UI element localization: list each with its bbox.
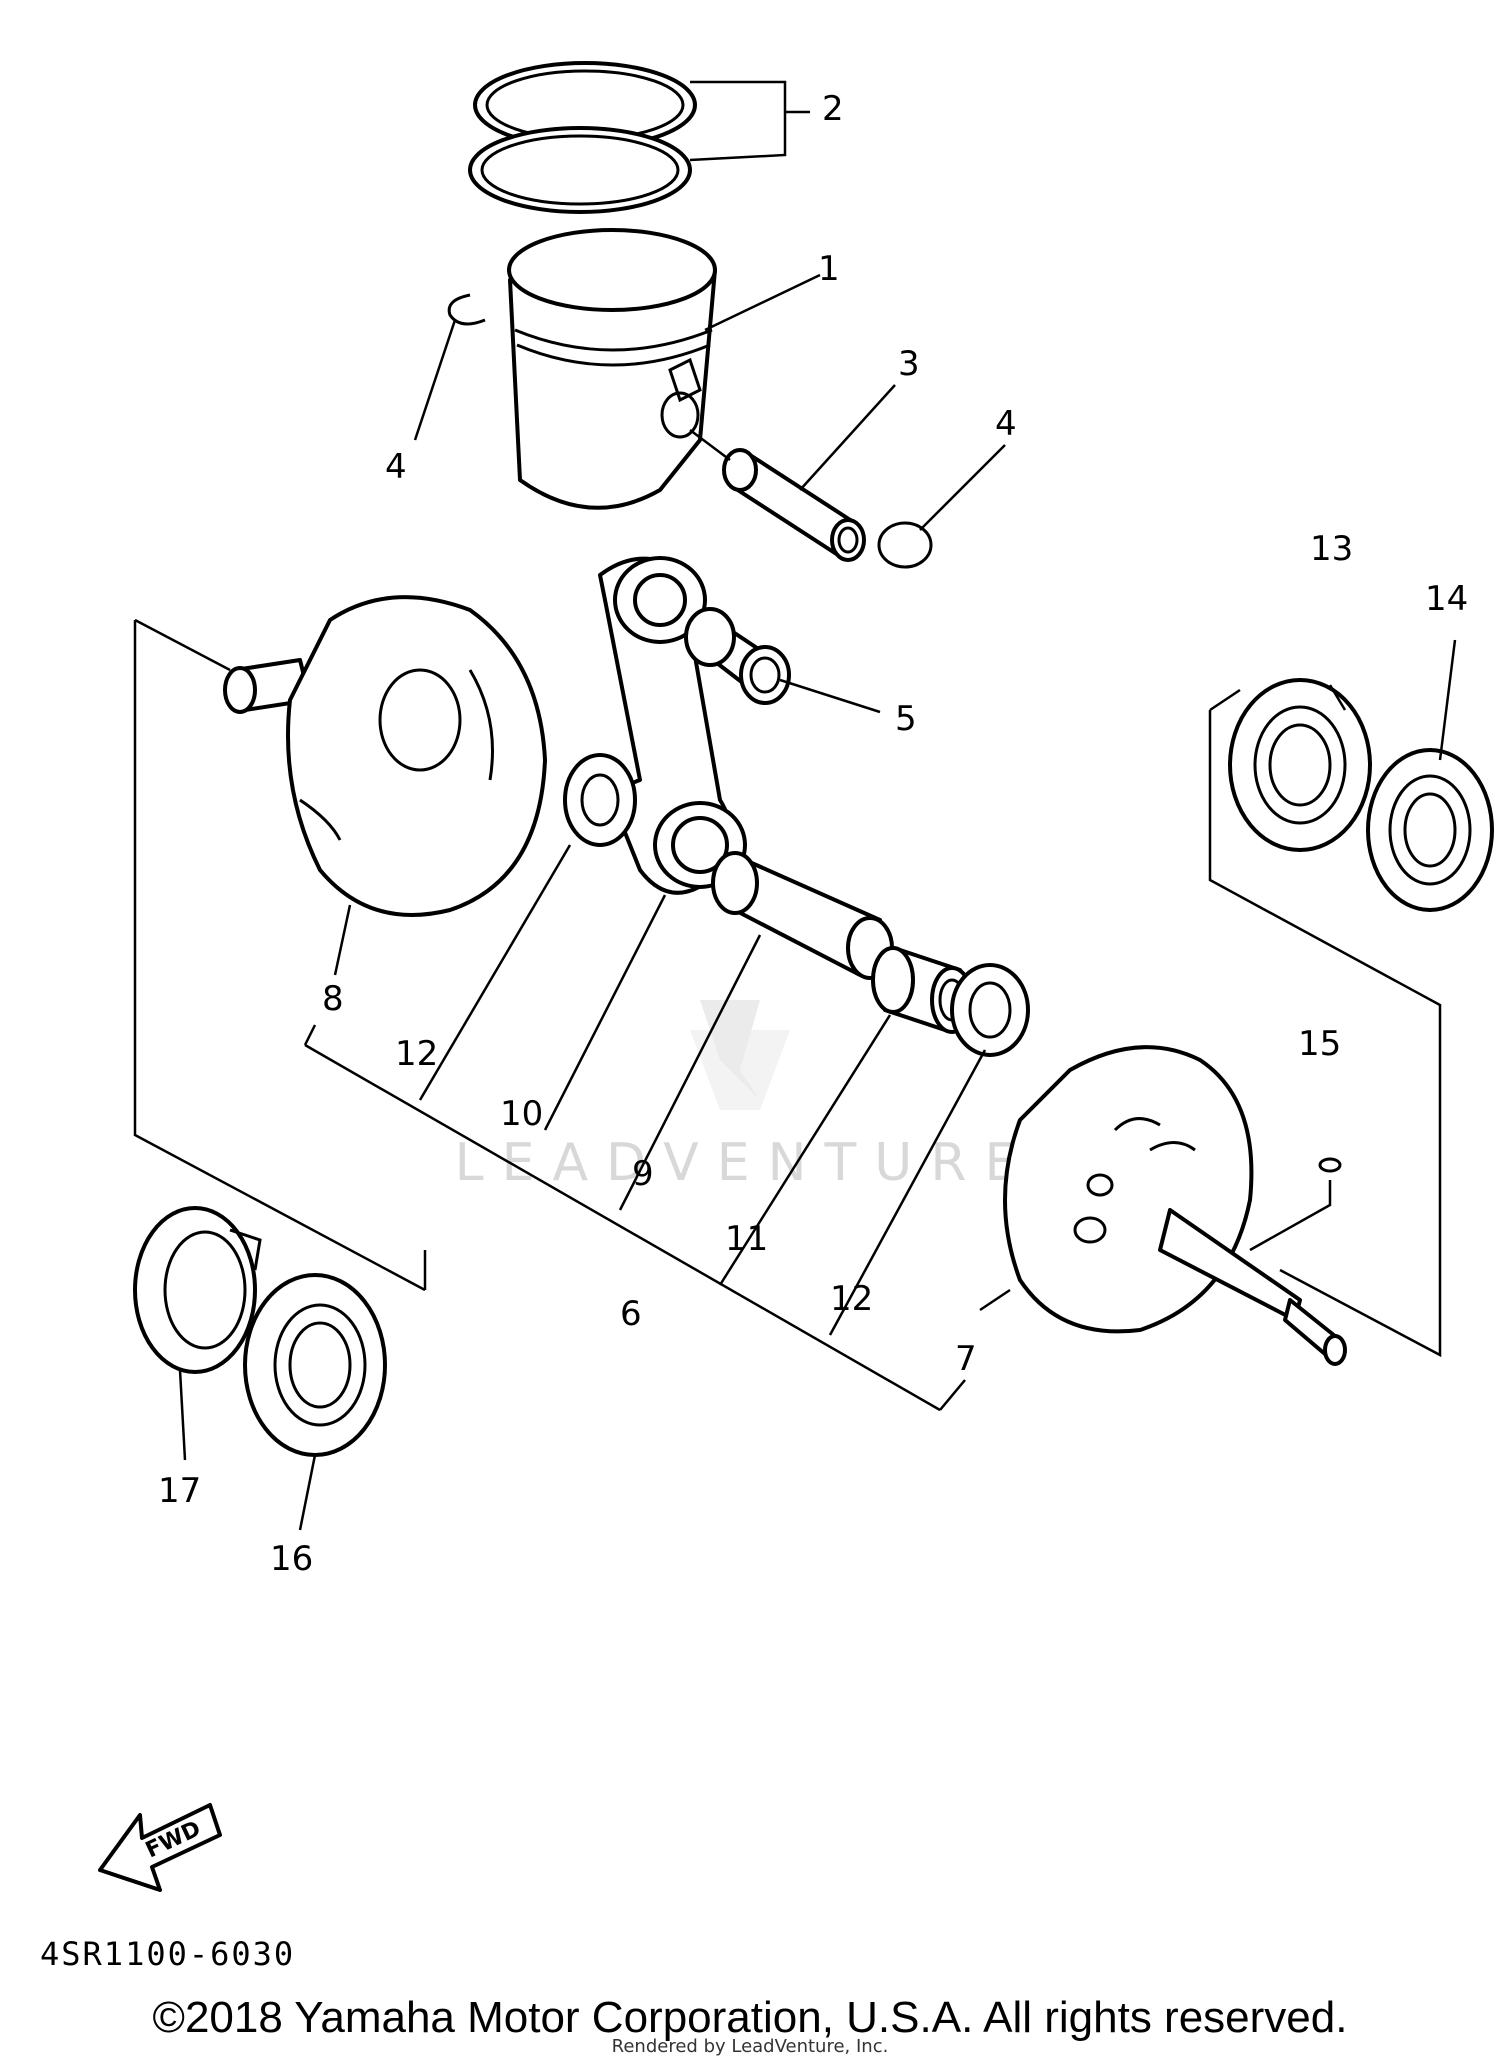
bearing-13 [1228, 678, 1372, 852]
crank-half-right [1003, 1045, 1347, 1366]
piston [507, 228, 717, 510]
callout-3: 3 [898, 344, 920, 384]
callout-14: 14 [1425, 579, 1468, 619]
bearing-16 [243, 1273, 387, 1457]
callout-16: 16 [270, 1539, 313, 1579]
callout-5: 5 [895, 699, 917, 739]
watermark-logo [690, 1000, 790, 1110]
callout-17: 17 [158, 1471, 201, 1511]
crank-half-left [223, 595, 547, 917]
small-end-bearing [684, 607, 791, 705]
connecting-rod [598, 556, 747, 895]
callout-2: 2 [822, 89, 844, 129]
callout-10: 10 [500, 1094, 543, 1134]
piston-pin [689, 429, 866, 562]
thrust-washer-left [563, 753, 637, 847]
callout-8: 8 [322, 979, 344, 1019]
leader-lines [133, 618, 1457, 1531]
copyright-notice: ©2018 Yamaha Motor Corporation, U.S.A. A… [152, 1993, 1348, 2042]
callout-11: 11 [725, 1219, 768, 1259]
circlip-right [877, 521, 933, 569]
callout-13: 13 [1310, 529, 1353, 569]
oil-seal-17 [133, 1206, 262, 1374]
callout-7: 7 [955, 1339, 977, 1379]
rendered-by-credit: Rendered by LeadVenture, Inc. [611, 2036, 889, 2057]
callout-4-left: 4 [385, 447, 407, 487]
crank-pin [711, 851, 894, 980]
callout-4-right: 4 [995, 404, 1017, 444]
thrust-washer-right [950, 963, 1030, 1057]
callout-12-right: 12 [830, 1279, 873, 1319]
piston-rings [468, 61, 697, 214]
circlip-left [447, 293, 486, 326]
callout-1: 1 [818, 249, 840, 289]
callout-15: 15 [1298, 1024, 1341, 1064]
diagram-part-code: 4SR1100-6030 [40, 1935, 296, 1973]
callout-12-left: 12 [395, 1034, 438, 1074]
watermark-text: LEADVENTURE [455, 1133, 1036, 1193]
callout-9: 9 [632, 1154, 654, 1194]
woodruff-key [1318, 1157, 1342, 1173]
bearing-14 [1366, 748, 1494, 912]
callout-6: 6 [620, 1294, 642, 1334]
fwd-arrow-icon: FWD [98, 1803, 222, 1892]
